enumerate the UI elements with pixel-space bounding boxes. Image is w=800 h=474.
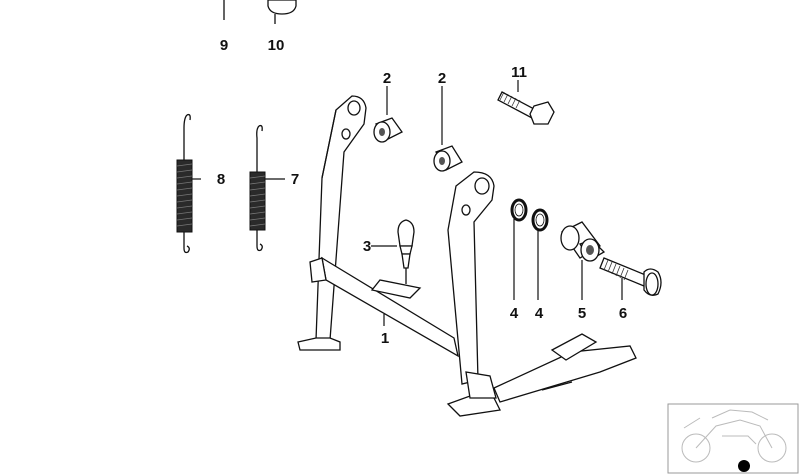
- center-stand-part-1: [297, 95, 637, 417]
- pivot-bushing-part-5: [560, 221, 606, 262]
- label-part-3: 3: [363, 238, 371, 255]
- label-part-6: 6: [619, 305, 627, 322]
- bushing-part-2a: [373, 117, 403, 143]
- washer-part-4b: [531, 208, 549, 232]
- washer-part-4a: [510, 198, 528, 222]
- spring-part-7: [249, 124, 266, 252]
- label-part-4a: 4: [510, 305, 519, 322]
- label-part-5: 5: [578, 305, 586, 322]
- spring-part-8: [176, 113, 193, 254]
- label-part-1: 1: [381, 330, 389, 347]
- location-marker-icon: [738, 460, 750, 472]
- label-part-8: 8: [217, 171, 225, 188]
- bushing-part-2b: [433, 145, 463, 172]
- motorcycle-outline-icon: [681, 409, 787, 463]
- label-part-2b: 2: [438, 70, 446, 87]
- label-part-4b: 4: [535, 305, 544, 322]
- label-part-11: 11: [511, 64, 527, 81]
- label-part-7: 7: [291, 171, 299, 188]
- label-part-2a: 2: [383, 70, 391, 87]
- leader-lines: [192, 80, 623, 326]
- label-part-10: 10: [268, 37, 285, 54]
- part-10-fragment: [267, 0, 297, 24]
- bumper-part-3: [397, 219, 415, 284]
- label-part-9: 9: [220, 37, 228, 54]
- bolt-part-11: [497, 91, 555, 125]
- location-thumbnail: [667, 403, 799, 474]
- bolt-part-6: [599, 257, 662, 296]
